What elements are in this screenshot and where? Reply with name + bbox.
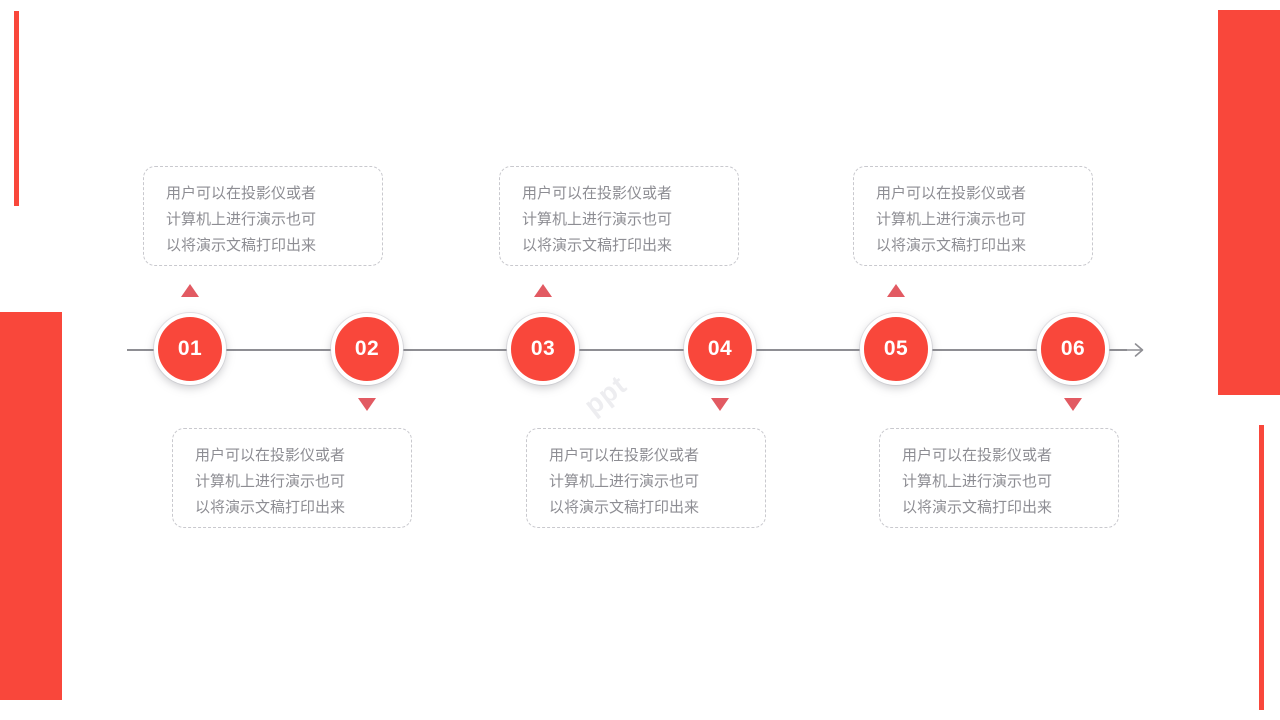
note-line: 计算机上进行演示也可 — [549, 473, 700, 490]
connector-triangle-down-2 — [711, 398, 729, 411]
timeline-node-label: 06 — [1060, 337, 1086, 360]
timeline-node-label: 01 — [177, 337, 203, 360]
note-card-bottom-2: 用户可以在投影仪或者 计算机上进行演示也可 以将演示文稿打印出来 — [526, 428, 766, 528]
note-line: 以将演示文稿打印出来 — [522, 237, 673, 254]
decoration-left-block — [0, 312, 62, 700]
timeline-node-04[interactable]: 04 — [684, 313, 756, 385]
note-card-top-2: 用户可以在投影仪或者 计算机上进行演示也可 以将演示文稿打印出来 — [499, 166, 739, 266]
note-line: 以将演示文稿打印出来 — [166, 237, 317, 254]
note-line: 以将演示文稿打印出来 — [195, 499, 346, 516]
note-line: 计算机上进行演示也可 — [166, 211, 317, 228]
note-line: 用户可以在投影仪或者 — [902, 447, 1053, 464]
note-line: 计算机上进行演示也可 — [522, 211, 673, 228]
connector-triangle-up-1 — [181, 284, 199, 297]
decoration-right-block — [1218, 10, 1280, 395]
note-line: 用户可以在投影仪或者 — [166, 185, 317, 202]
watermark: ppt — [578, 369, 633, 421]
note-line: 以将演示文稿打印出来 — [876, 237, 1027, 254]
timeline-node-label: 04 — [707, 337, 733, 360]
note-line: 用户可以在投影仪或者 — [549, 447, 700, 464]
note-line: 以将演示文稿打印出来 — [549, 499, 700, 516]
timeline-node-label: 03 — [530, 337, 556, 360]
decoration-left-thin-bar — [14, 11, 19, 206]
arrow-right-icon — [1122, 337, 1148, 363]
connector-triangle-up-3 — [887, 284, 905, 297]
note-card-bottom-1: 用户可以在投影仪或者 计算机上进行演示也可 以将演示文稿打印出来 — [172, 428, 412, 528]
note-card-bottom-3: 用户可以在投影仪或者 计算机上进行演示也可 以将演示文稿打印出来 — [879, 428, 1119, 528]
note-line: 用户可以在投影仪或者 — [522, 185, 673, 202]
connector-triangle-up-2 — [534, 284, 552, 297]
note-line: 用户可以在投影仪或者 — [195, 447, 346, 464]
note-line: 计算机上进行演示也可 — [195, 473, 346, 490]
note-line: 以将演示文稿打印出来 — [902, 499, 1053, 516]
timeline-node-06[interactable]: 06 — [1037, 313, 1109, 385]
note-line: 计算机上进行演示也可 — [876, 211, 1027, 228]
note-card-top-1: 用户可以在投影仪或者 计算机上进行演示也可 以将演示文稿打印出来 — [143, 166, 383, 266]
timeline-rail — [127, 349, 1127, 351]
decoration-right-thin-bar — [1259, 425, 1264, 710]
timeline-node-label: 02 — [354, 337, 380, 360]
timeline-node-03[interactable]: 03 — [507, 313, 579, 385]
note-card-top-3: 用户可以在投影仪或者 计算机上进行演示也可 以将演示文稿打印出来 — [853, 166, 1093, 266]
connector-triangle-down-3 — [1064, 398, 1082, 411]
connector-triangle-down-1 — [358, 398, 376, 411]
note-line: 计算机上进行演示也可 — [902, 473, 1053, 490]
timeline-node-05[interactable]: 05 — [860, 313, 932, 385]
timeline-node-02[interactable]: 02 — [331, 313, 403, 385]
timeline-node-label: 05 — [883, 337, 909, 360]
note-line: 用户可以在投影仪或者 — [876, 185, 1027, 202]
timeline-node-01[interactable]: 01 — [154, 313, 226, 385]
